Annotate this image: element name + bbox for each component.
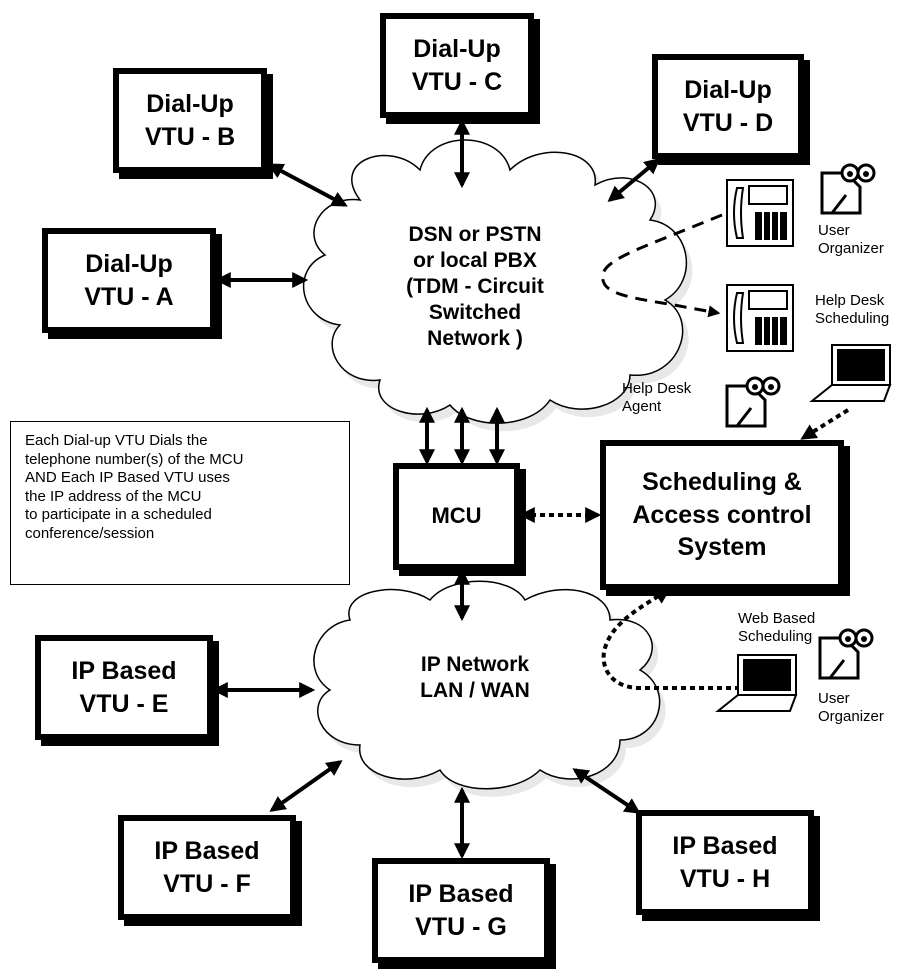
phone-icon xyxy=(726,179,794,247)
label-line: User xyxy=(818,222,850,239)
dsn-cloud-label: DSN or PSTN or local PBX (TDM - Circuit … xyxy=(360,222,590,352)
vtu-g-line1: IP Based xyxy=(408,880,514,908)
vtu-g-line2: VTU - G xyxy=(415,912,507,941)
dsn-cloud-shape xyxy=(302,139,693,432)
user-organizer-bottom-label: User Organizer xyxy=(818,690,884,726)
label-line: Scheduling xyxy=(815,310,890,327)
dsn-line: (TDM - Circuit xyxy=(406,275,544,298)
note-line: Each Dial-up VTU Dials the xyxy=(25,432,208,449)
vtu-g-box: IP Based VTU - G xyxy=(372,858,550,963)
helpdesk-laptop-link xyxy=(800,408,850,440)
vtu-h-line1: IP Based xyxy=(672,832,778,860)
phone-dashed-links xyxy=(601,213,723,318)
scheduling-line3: System xyxy=(677,533,767,562)
help-desk-agent-label: Help Desk Agent xyxy=(622,380,691,416)
help-desk-scheduling-label: Help Desk Scheduling xyxy=(815,292,889,328)
vtu-e-box: IP Based VTU - E xyxy=(35,635,213,740)
vtu-a-line2: VTU - A xyxy=(84,282,174,311)
ip-cloud-label: IP Network LAN / WAN xyxy=(375,652,575,704)
note-line: AND Each IP Based VTU uses xyxy=(25,469,230,486)
dsn-line: Switched xyxy=(428,301,522,324)
label-line: Scheduling xyxy=(738,628,813,645)
note-line: the IP address of the MCU xyxy=(25,487,202,505)
vtu-f-box: IP Based VTU - F xyxy=(118,815,296,920)
vtu-c-line2: VTU - C xyxy=(411,67,503,96)
vtu-e-line2: VTU - E xyxy=(79,689,169,718)
label-line: Organizer xyxy=(818,240,884,257)
scheduling-line1: Scheduling & xyxy=(642,468,802,497)
dsn-line: Network ) xyxy=(427,327,523,350)
dsn-line: DSN or PSTN xyxy=(408,223,542,246)
vtu-f-line1: IP Based xyxy=(154,837,260,865)
mcu-box: MCU xyxy=(393,463,520,570)
label-line: Organizer xyxy=(818,708,884,725)
vtu-d-line1: Dial-Up xyxy=(684,76,772,104)
web-scheduling-link xyxy=(601,588,740,690)
dialup-links xyxy=(214,118,661,466)
note-line: to participate in a scheduled xyxy=(25,506,212,523)
label-line: Agent xyxy=(622,398,662,415)
vtu-e-line1: IP Based xyxy=(71,657,177,685)
help-desk-agent-icon xyxy=(725,376,781,428)
ip-network-cloud-shape xyxy=(313,580,666,797)
vtu-b-line1: Dial-Up xyxy=(146,90,234,118)
vtu-b-box: Dial-Up VTU - B xyxy=(113,68,267,173)
ip-line: LAN / WAN xyxy=(420,679,530,702)
vtu-d-line2: VTU - D xyxy=(682,108,774,137)
user-organizer-icon xyxy=(820,163,876,215)
vtu-f-line2: VTU - F xyxy=(163,869,251,898)
label-line: Web Based xyxy=(738,610,816,627)
label-line: Help Desk xyxy=(622,380,692,397)
label-line: User xyxy=(818,690,850,707)
vtu-h-box: IP Based VTU - H xyxy=(636,810,814,915)
vtu-h-line2: VTU - H xyxy=(679,864,771,893)
vtu-c-box: Dial-Up VTU - C xyxy=(380,13,534,118)
web-based-scheduling-label: Web Based Scheduling xyxy=(738,610,815,646)
scheduling-system-box: Scheduling & Access control System xyxy=(600,440,844,590)
vtu-b-line2: VTU - B xyxy=(144,122,236,151)
vtu-a-line1: Dial-Up xyxy=(85,250,173,278)
scheduling-line2: Access control xyxy=(632,500,812,529)
user-organizer-top-label: User Organizer xyxy=(818,222,884,258)
note-line: conference/session xyxy=(25,524,155,542)
laptop-icon xyxy=(809,344,892,402)
ip-line: IP Network xyxy=(420,653,530,676)
laptop-icon xyxy=(715,654,798,712)
phone-icon xyxy=(726,284,794,352)
mcu-label: MCU xyxy=(431,503,482,529)
user-organizer-icon xyxy=(818,628,874,680)
vtu-d-box: Dial-Up VTU - D xyxy=(652,54,804,159)
ip-links xyxy=(211,568,641,860)
dsn-line: or local PBX xyxy=(413,249,537,272)
info-note: Each Dial-up VTU Dials the telephone num… xyxy=(10,421,350,585)
vtu-c-line1: Dial-Up xyxy=(413,35,501,63)
note-line: telephone number(s) of the MCU xyxy=(25,450,244,468)
vtu-a-box: Dial-Up VTU - A xyxy=(42,228,216,333)
label-line: Help Desk xyxy=(815,292,885,309)
